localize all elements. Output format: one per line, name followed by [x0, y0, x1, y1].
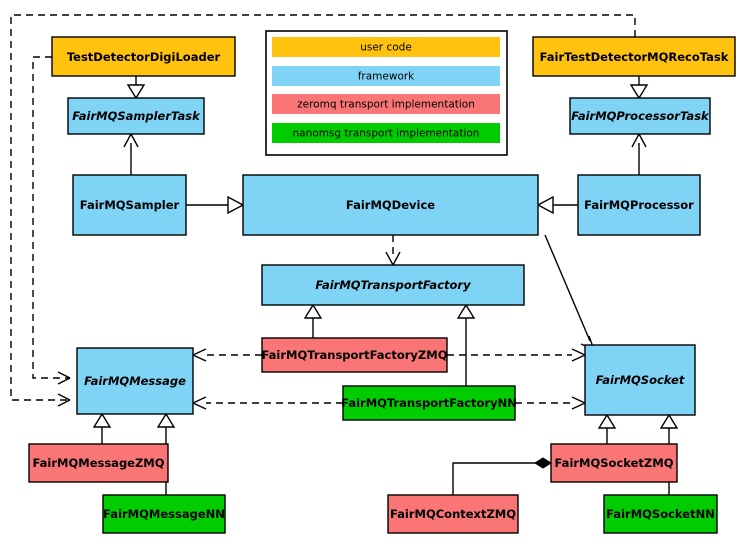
node-label: FairMQSocket: [596, 373, 685, 387]
edge-digiloader-inherits-samplertask: [126, 76, 146, 100]
node-label: FairMQContextZMQ: [390, 507, 516, 521]
node-box[interactable]: [51, 36, 236, 77]
node-box[interactable]: [242, 174, 539, 236]
edge-layer: [10, 14, 679, 495]
edge-factoryzmq-inherits-factory: [303, 303, 323, 338]
node-fair-mq-message-zmq[interactable]: FairMQMessageZMQ: [28, 443, 169, 483]
legend-item-framework: framework: [272, 66, 500, 86]
node-box[interactable]: [261, 337, 448, 373]
legend-item-nanomsg: nanomsg transport implementation: [272, 123, 500, 143]
node-label: FairMQProcessorTask: [571, 109, 710, 123]
node-label: FairMQSampler: [80, 198, 180, 212]
node-label: FairMQTransportFactoryNN: [341, 396, 517, 410]
edge-sampler-inherits-device: [186, 195, 245, 215]
edge-device-depends-transportfactory: [385, 235, 401, 266]
edge-sampler-to-samplertask: [123, 133, 139, 175]
node-fair-mq-socket-nn[interactable]: FairMQSocketNN: [603, 494, 718, 534]
legend-swatch: [272, 66, 500, 86]
edge-factoryzmq-depends-socket: [447, 348, 586, 362]
node-layer: TestDetectorDigiLoader FairTestDetectorM…: [28, 36, 736, 534]
node-test-detector-digi-loader[interactable]: TestDetectorDigiLoader: [51, 36, 236, 77]
node-fair-mq-processor-task[interactable]: FairMQProcessorTask: [569, 97, 711, 135]
node-label: FairMQMessageZMQ: [32, 456, 164, 470]
edge-digiloader-to-message: [32, 56, 71, 385]
node-fair-mq-device[interactable]: FairMQDevice: [242, 174, 539, 236]
node-box[interactable]: [28, 443, 169, 483]
edge-factorynn-inherits-factory: [456, 303, 476, 386]
node-label: FairMQSocketNN: [606, 507, 715, 521]
node-fair-mq-sampler-task[interactable]: FairMQSamplerTask: [67, 97, 205, 135]
legend-label: framework: [358, 71, 415, 83]
node-box[interactable]: [577, 174, 701, 236]
edge-recotask-to-message: [10, 14, 636, 407]
node-box[interactable]: [532, 36, 736, 77]
edge-recotask-inherits-processortask: [629, 76, 649, 100]
node-box[interactable]: [102, 494, 226, 534]
node-label: FairMQMessage: [84, 374, 186, 388]
node-box[interactable]: [67, 97, 205, 135]
node-fair-mq-transport-factory[interactable]: FairMQTransportFactory: [261, 264, 525, 306]
node-box[interactable]: [603, 494, 718, 534]
legend-swatch: [272, 94, 500, 114]
node-box[interactable]: [261, 264, 525, 306]
node-label: FairMQDevice: [346, 198, 435, 212]
edge-factorynn-depends-message: [192, 396, 343, 410]
node-box[interactable]: [569, 97, 711, 135]
legend-item-zeromq: zeromq transport implementation: [272, 94, 500, 114]
node-box[interactable]: [72, 174, 187, 236]
node-fair-test-detector-mq-reco-task[interactable]: FairTestDetectorMQRecoTask: [532, 36, 736, 77]
node-box[interactable]: [387, 494, 519, 534]
legend-label: user code: [360, 42, 412, 54]
node-fair-mq-sampler[interactable]: FairMQSampler: [72, 174, 187, 236]
edge-device-to-socket: [544, 234, 595, 351]
node-label: FairMQTransportFactory: [315, 278, 471, 292]
node-label: FairMQTransportFactoryZMQ: [261, 348, 447, 362]
node-box[interactable]: [550, 443, 678, 483]
node-fair-mq-context-zmq[interactable]: FairMQContextZMQ: [387, 494, 519, 534]
node-label: FairMQSamplerTask: [72, 109, 201, 123]
edge-messagezmq-inherits-message: [92, 412, 112, 444]
node-label: FairMQSocketZMQ: [555, 456, 674, 470]
edge-processor-inherits-device: [536, 195, 578, 215]
node-box[interactable]: [342, 385, 516, 421]
node-fair-mq-transport-factory-zmq[interactable]: FairMQTransportFactoryZMQ: [261, 337, 448, 373]
node-fair-mq-socket[interactable]: FairMQSocket: [584, 344, 696, 416]
legend-swatch: [272, 37, 500, 57]
edge-factorynn-depends-socket: [515, 396, 586, 410]
node-box[interactable]: [76, 347, 194, 415]
legend-label: nanomsg transport implementation: [293, 128, 480, 140]
node-fair-mq-socket-zmq[interactable]: FairMQSocketZMQ: [550, 443, 678, 483]
legend-label: zeromq transport implementation: [297, 99, 475, 111]
legend-swatch: [272, 123, 500, 143]
node-fair-mq-transport-factory-nn[interactable]: FairMQTransportFactoryNN: [341, 385, 517, 421]
node-fair-mq-message[interactable]: FairMQMessage: [76, 347, 194, 415]
node-fair-mq-processor[interactable]: FairMQProcessor: [577, 174, 701, 236]
legend: user code framework zeromq transport imp…: [265, 30, 508, 156]
edge-socketzmq-inherits-socket: [597, 413, 617, 444]
node-box[interactable]: [584, 344, 696, 416]
node-label: TestDetectorDigiLoader: [67, 50, 221, 64]
node-fair-mq-message-nn[interactable]: FairMQMessageNN: [102, 494, 226, 534]
edge-processor-to-processortask: [631, 133, 647, 175]
edge-contextzmq-composes-socketzmq: [452, 457, 552, 495]
node-label: FairMQMessageNN: [103, 507, 225, 521]
legend-item-user-code: user code: [272, 37, 500, 57]
node-label: FairTestDetectorMQRecoTask: [540, 50, 729, 64]
edge-factoryzmq-depends-message: [192, 348, 262, 362]
node-label: FairMQProcessor: [584, 198, 694, 212]
